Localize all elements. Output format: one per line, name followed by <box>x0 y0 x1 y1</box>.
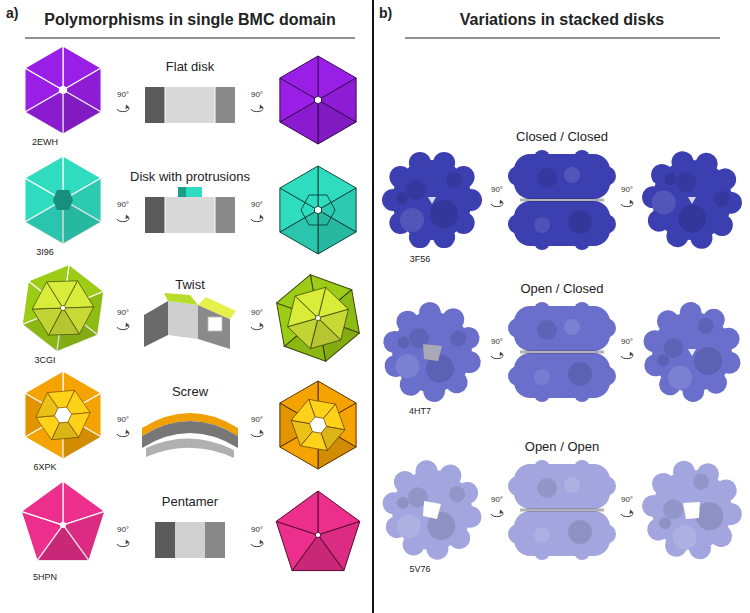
pentamer-top <box>21 481 105 561</box>
rotation-label: 90° <box>117 201 129 210</box>
stacked-disk-side <box>508 150 616 250</box>
rotation-arrow <box>117 323 130 330</box>
hexamer-bottom <box>280 166 356 254</box>
pdb-code: 3CGI <box>34 356 55 366</box>
protrusion <box>178 187 202 197</box>
row-title: Pentamer <box>162 495 218 509</box>
rotation-arrow <box>117 540 130 547</box>
protrusion-outline <box>301 195 335 225</box>
hexamer-top <box>25 46 101 134</box>
panel-title: Polymorphisms in single BMC domain <box>44 11 336 29</box>
screw-layer <box>30 380 96 449</box>
pdb-code: 5HPN <box>33 573 57 583</box>
rotation-label: 90° <box>621 496 633 505</box>
panel-title: Variations in stacked disks <box>460 11 665 29</box>
pdb-code: 5V76 <box>409 565 430 575</box>
stacked-disk-side <box>508 460 616 560</box>
rotation-arrow <box>491 352 504 359</box>
stacked-disk-side <box>508 302 616 402</box>
panel-letter: a) <box>6 6 18 21</box>
row-title: Twist <box>175 278 205 292</box>
rotation-label: 90° <box>621 186 633 195</box>
rotation-label: 90° <box>251 526 263 535</box>
rotation-arrow <box>251 105 264 112</box>
open-pore <box>683 502 700 519</box>
stacked-disk-bottom <box>625 443 750 576</box>
protrusion <box>53 190 73 210</box>
rotation-label: 90° <box>251 201 263 210</box>
closed-pore <box>688 349 696 356</box>
hexamer-bottom <box>280 56 356 144</box>
rotation-label: 90° <box>491 496 503 505</box>
row-title: Disk with protrusions <box>130 170 250 184</box>
stacked-disk-top <box>371 293 492 412</box>
row-title: Open / Closed <box>520 282 603 296</box>
hexamer-top <box>25 371 101 459</box>
row-title: Screw <box>172 385 208 399</box>
row-title: Closed / Closed <box>516 130 608 144</box>
pdb-code: 4HT7 <box>409 407 431 417</box>
rotation-arrow <box>491 200 504 207</box>
rotation-label: 90° <box>117 309 129 318</box>
open-pore <box>423 344 442 361</box>
rotation-arrow <box>621 352 634 359</box>
pentamer-side-view <box>155 522 225 558</box>
rotation-label: 90° <box>117 91 129 100</box>
rotation-arrow <box>491 510 504 517</box>
closed-pore <box>688 197 696 204</box>
rotation-label: 90° <box>117 526 129 535</box>
stacked-disk-top <box>382 152 482 248</box>
twisted-layer <box>284 281 353 356</box>
panel-letter: b) <box>379 6 392 21</box>
rotation-label: 90° <box>621 338 633 347</box>
rotation-arrow <box>251 430 264 437</box>
title-underline <box>405 38 720 39</box>
rotation-arrow <box>117 430 130 437</box>
rotation-label: 90° <box>491 338 503 347</box>
rotation-label: 90° <box>117 416 129 425</box>
rotation-label: 90° <box>491 186 503 195</box>
pdb-code: 3I96 <box>36 248 54 258</box>
hexamer-top <box>25 156 101 244</box>
rotation-label: 90° <box>251 309 263 318</box>
rotation-arrow <box>251 323 264 330</box>
rotation-arrow <box>117 105 130 112</box>
disk-side-view <box>145 87 235 123</box>
twist-side-view <box>144 293 236 349</box>
disk-side-view <box>145 197 235 233</box>
title-underline <box>25 38 355 39</box>
rotation-label: 90° <box>251 416 263 425</box>
pdb-code: 3F56 <box>410 255 431 265</box>
rotation-arrow <box>621 200 634 207</box>
panel-divider <box>372 0 374 613</box>
screw-layer <box>286 391 349 458</box>
hexamer-bottom <box>280 381 356 469</box>
rotation-label: 90° <box>251 91 263 100</box>
stacked-disk-bottom <box>623 131 750 269</box>
pdb-code: 2EWH <box>32 138 58 148</box>
protrusion <box>178 187 186 197</box>
pdb-code: 6XPK <box>33 463 56 473</box>
rotation-arrow <box>251 540 264 547</box>
stacked-disk-bottom <box>629 290 750 415</box>
rotation-arrow <box>621 510 634 517</box>
closed-pore <box>428 197 436 204</box>
row-title: Open / Open <box>525 440 599 454</box>
rotation-arrow <box>251 215 264 222</box>
row-title: Flat disk <box>166 60 214 74</box>
hexamer-bottom <box>273 268 363 368</box>
stacked-disk-top <box>374 454 489 566</box>
twisted-layer <box>25 268 101 347</box>
open-pore <box>423 501 441 519</box>
pentamer-bottom <box>276 491 360 571</box>
hexamer-top <box>19 259 107 357</box>
rotation-arrow <box>117 215 130 222</box>
screw-side-view <box>142 413 238 458</box>
